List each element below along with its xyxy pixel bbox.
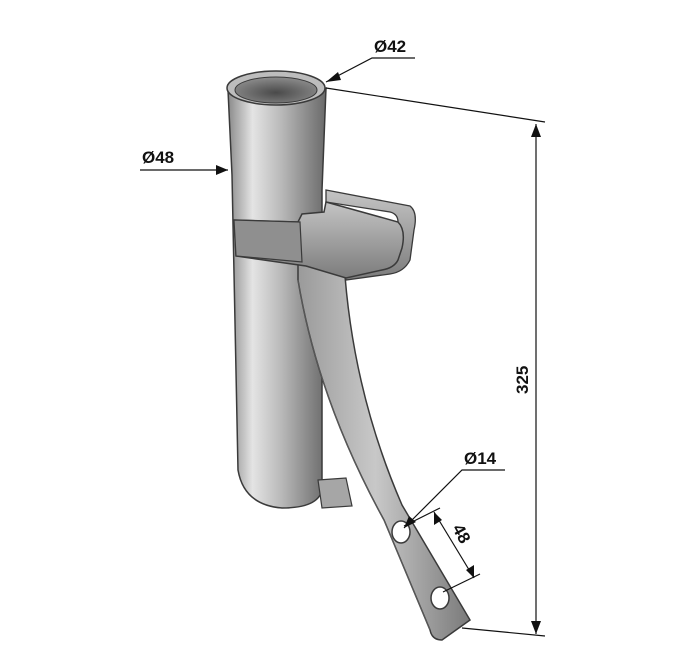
arrow-spacing-top — [434, 512, 442, 525]
bracket-front — [233, 201, 405, 279]
dim-hole-diameter-leader — [403, 469, 505, 529]
arrow-hole-diameter — [404, 516, 416, 528]
lower-hole — [430, 586, 450, 610]
shank-edge — [297, 279, 431, 631]
arrow-spacing-bottom — [466, 565, 474, 578]
label-total-length: 325 — [513, 366, 532, 394]
pipe — [226, 70, 327, 509]
shank — [297, 261, 471, 641]
bracket-front-face — [233, 219, 303, 263]
label-hole-diameter: Ø14 — [464, 449, 497, 468]
arrow-length-top — [531, 124, 541, 137]
shank-body — [297, 261, 471, 641]
arrow-length-bottom — [531, 621, 541, 634]
dimension-lines — [140, 57, 546, 637]
label-inner-diameter: Ø42 — [374, 37, 406, 56]
pipe-top-bore — [234, 76, 318, 104]
dim-spacing-line — [433, 511, 475, 579]
arrow-outer-diameter — [216, 165, 228, 175]
lower-spacer — [317, 477, 353, 509]
lower-spacer-block — [317, 477, 353, 509]
label-outer-diameter: Ø48 — [142, 148, 174, 167]
arrow-inner-diameter — [326, 72, 341, 82]
dim-length-ext-bottom — [461, 627, 546, 637]
dimension-arrowheads — [216, 72, 541, 634]
dim-length-ext-top — [325, 87, 546, 123]
dim-inner-diameter-leader — [325, 57, 415, 83]
